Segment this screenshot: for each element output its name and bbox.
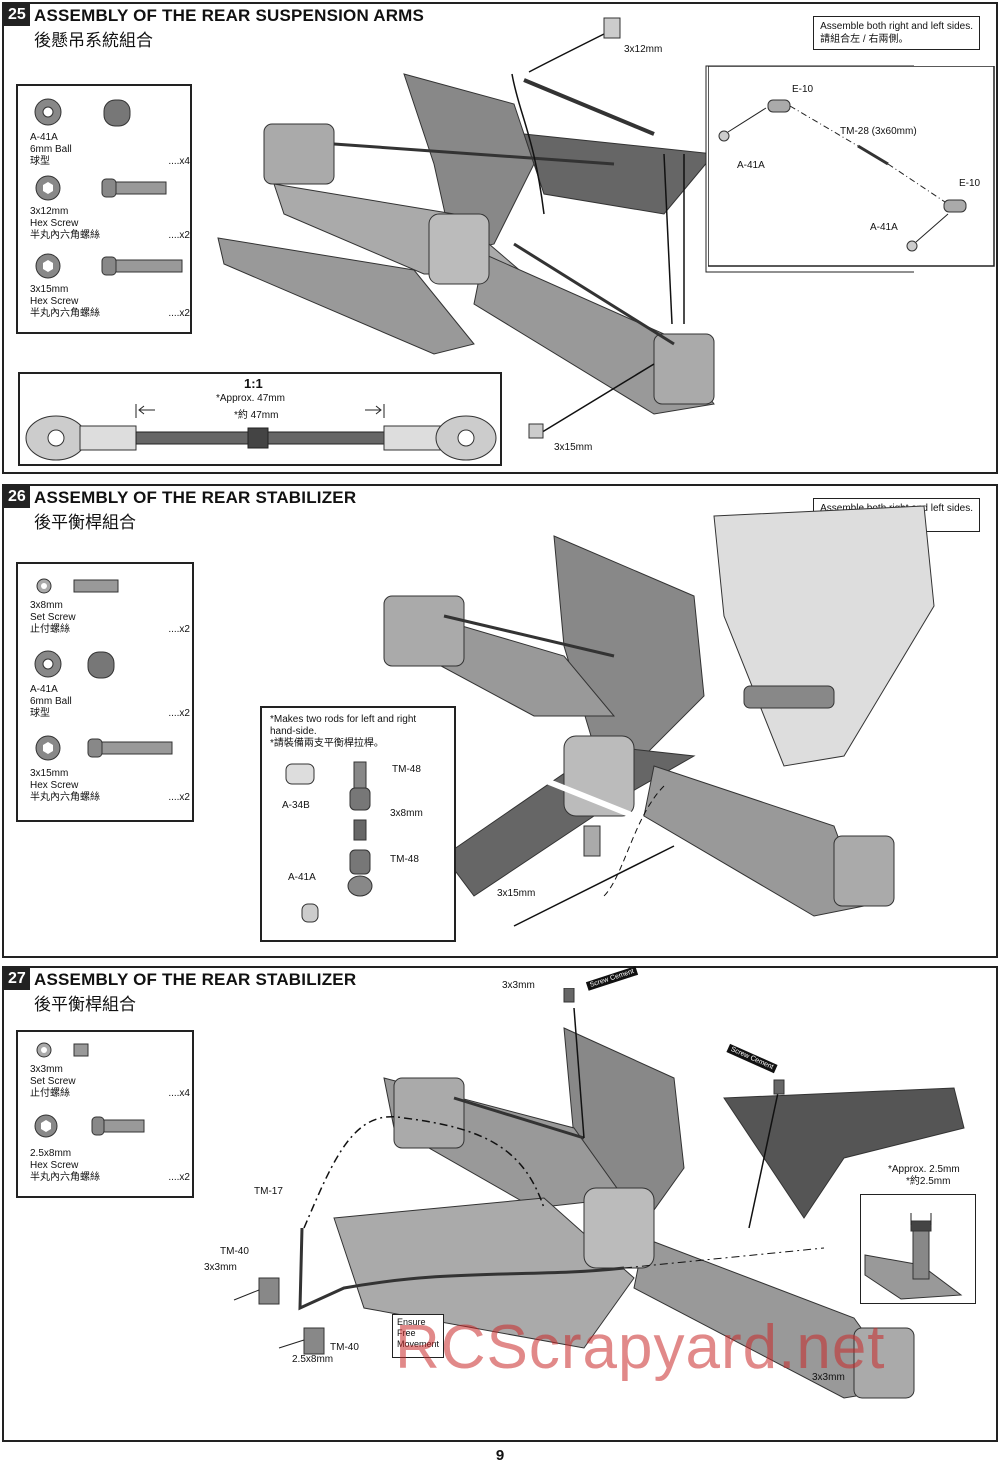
parts-box: 3x3mm Set Screw 止付螺絲 ....x4 2.5x8mm Hex … [16, 1030, 194, 1198]
set-screw-icon [36, 578, 119, 594]
step-subtitle: 後懸吊系統組合 [34, 31, 153, 51]
step-number: 27 [4, 968, 30, 990]
screw-icon [35, 253, 183, 279]
part-item: A-41A 6mm Ball 球型 ....x2 [30, 684, 190, 719]
ball-icon [34, 650, 115, 679]
ball-icon [34, 98, 131, 127]
approx-length-cn: *約 47mm [234, 410, 279, 421]
set-screw-icon [36, 1042, 89, 1058]
part-item: 3x8mm Set Screw 止付螺絲 ....x2 [30, 600, 190, 635]
watermark: RCScrapyard.net [395, 1313, 886, 1382]
page-number: 9 [495, 1447, 505, 1464]
part-item: 2.5x8mm Hex Screw 半丸內六角螺絲 ....x2 [30, 1148, 190, 1183]
note-en: Assemble both right and left sides. [820, 21, 973, 32]
label-a41a: A-41A [870, 222, 898, 233]
step-subtitle: 後平衡桿組合 [34, 513, 136, 533]
approx-depth-cn: *約2.5mm [906, 1176, 951, 1187]
rod-parts-drawing [285, 761, 373, 923]
label-3x8: 3x8mm [390, 808, 423, 819]
label-3x3: 3x3mm [502, 980, 535, 991]
parts-box: A-41A 6mm Ball 球型 ....x4 3x12mm Hex Scre… [16, 84, 192, 334]
label-a34b: A-34B [282, 800, 310, 811]
part-item: 3x12mm Hex Screw 半丸內六角螺絲 ....x2 [30, 206, 190, 241]
stabilizer-install-drawing [233, 988, 965, 1399]
depth-drawing [864, 1213, 963, 1300]
part-item: A-41A 6mm Ball 球型 ....x4 [30, 132, 190, 167]
part-item: 3x15mm Hex Screw 半丸內六角螺絲 ....x2 [30, 768, 190, 803]
step-title: ASSEMBLY OF THE REAR STABILIZER [34, 488, 357, 507]
screw-icon [35, 735, 173, 761]
rear-stabilizer-drawing [383, 505, 935, 927]
step-number: 26 [4, 486, 30, 508]
approx-length: *Approx. 47mm [216, 393, 285, 404]
assembly-note: Assemble both right and left sides. 請組合左… [813, 16, 980, 50]
label-e10: E-10 [959, 178, 981, 189]
label-3x3: 3x3mm [812, 1372, 845, 1383]
set-screw-depth-inset [860, 1194, 976, 1304]
label-3x15: 3x15mm [554, 442, 593, 453]
approx-depth: *Approx. 2.5mm [888, 1164, 960, 1175]
step-subtitle: 後平衡桿組合 [34, 995, 136, 1015]
label-3x12: 3x12mm [624, 44, 663, 55]
label-tm48: TM-48 [392, 764, 421, 775]
label-tm48: TM-48 [390, 854, 419, 865]
ensure-free-movement-box: Ensure Free Movement [392, 1314, 444, 1358]
parts-box: 3x8mm Set Screw 止付螺絲 ....x2 A-41A 6mm Ba… [16, 562, 194, 822]
part-item: 3x3mm Set Screw 止付螺絲 ....x4 [30, 1064, 190, 1099]
tie-rod-inset [708, 66, 995, 267]
step-25-panel: 25 ASSEMBLY OF THE REAR SUSPENSION ARMS … [2, 2, 998, 474]
label-3x3: 3x3mm [204, 1262, 237, 1273]
label-2.5x8: 2.5x8mm [292, 1354, 334, 1365]
scale-label: 1:1 [244, 376, 263, 391]
label-tm40: TM-40 [330, 1342, 359, 1353]
rod-callout-text: *Makes two rods for left and right hand-… [270, 714, 417, 749]
step-27-panel: 27 ASSEMBLY OF THE REAR STABILIZER 後平衡桿組… [2, 966, 998, 1442]
label-3x15: 3x15mm [497, 888, 536, 899]
label-a41a: A-41A [288, 872, 316, 883]
screw-icon [34, 1114, 145, 1138]
part-item: 3x15mm Hex Screw 半丸內六角螺絲 ....x2 [30, 284, 190, 319]
step-26-panel: 26 ASSEMBLY OF THE REAR STABILIZER 後平衡桿組… [2, 484, 998, 958]
label-e10: E-10 [792, 84, 814, 95]
label-tm40: TM-40 [220, 1246, 249, 1257]
scale-box: 1:1 *Approx. 47mm *約 47mm [18, 372, 502, 466]
label-tm17: TM-17 [254, 1186, 283, 1197]
step-title: ASSEMBLY OF THE REAR SUSPENSION ARMS [34, 6, 425, 25]
turnbuckle-drawing [25, 404, 497, 461]
rod-callout: *Makes two rods for left and right hand-… [260, 706, 456, 942]
label-a41a: A-41A [737, 160, 765, 171]
step-title: ASSEMBLY OF THE REAR STABILIZER [34, 970, 357, 989]
screw-icon [35, 175, 167, 201]
label-tm28: TM-28 (3x60mm) [840, 126, 917, 137]
note-cn: 請組合左 / 右兩側。 [820, 34, 909, 45]
step-number: 25 [4, 4, 30, 26]
